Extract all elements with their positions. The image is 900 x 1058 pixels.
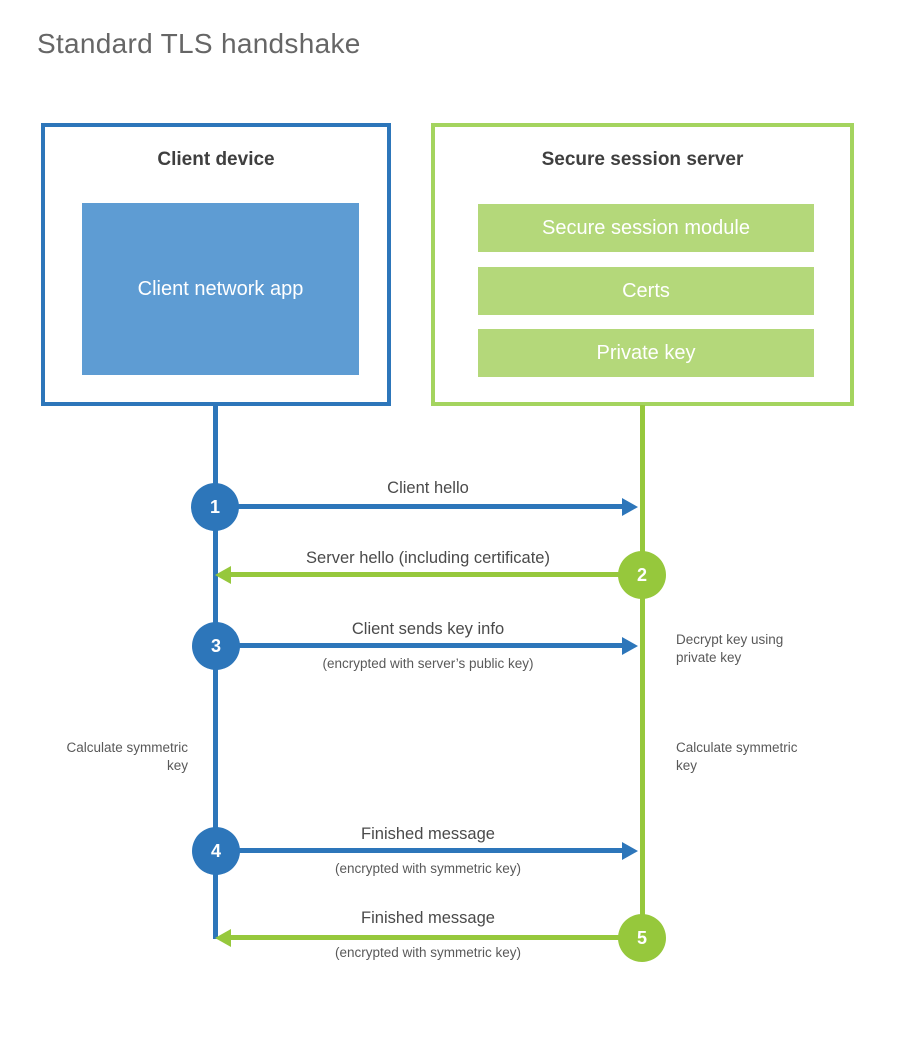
step3-arrow-line	[216, 643, 624, 648]
client-lifeline	[213, 405, 218, 939]
step4-arrowhead-right-icon	[622, 842, 638, 860]
step4-arrow-line	[216, 848, 624, 853]
client-network-app-box: Client network app	[82, 203, 359, 375]
server-module-private-key: Private key	[478, 329, 814, 377]
step2-arrow-line	[231, 572, 621, 577]
step4-label: Finished message	[361, 825, 495, 843]
note-calc-symmetric-key-server: Calculate symmetric key	[676, 740, 798, 773]
server-title: Secure session server	[541, 149, 744, 170]
note-decrypt-key: Decrypt key using private key	[676, 632, 784, 665]
step3-arrowhead-right-icon	[622, 637, 638, 655]
server-lifeline	[640, 405, 645, 939]
server-module-certs: Certs	[478, 267, 814, 315]
step1-arrowhead-right-icon	[622, 498, 638, 516]
client-network-app-label: Client network app	[137, 277, 304, 300]
step1-arrow-line	[216, 504, 624, 509]
step1-badge: 1	[191, 483, 239, 531]
step4-sublabel: (encrypted with symmetric key)	[334, 861, 522, 876]
step4-badge: 4	[192, 827, 240, 875]
step2-arrowhead-left-icon	[215, 566, 231, 584]
step3-label: Client sends key info	[351, 620, 505, 638]
step1-label: Client hello	[387, 479, 469, 497]
client-device-title: Client device	[157, 149, 275, 170]
step5-sublabel: (encrypted with symmetric key)	[334, 945, 522, 960]
step5-arrowhead-left-icon	[215, 929, 231, 947]
server-module-secure-session: Secure session module	[478, 204, 814, 252]
step2-badge: 2	[618, 551, 666, 599]
step5-label: Finished message	[361, 909, 495, 927]
secure-session-server-box: Secure session server Secure session mod…	[431, 123, 854, 406]
step2-label: Server hello (including certificate)	[306, 549, 550, 567]
step5-arrow-line	[231, 935, 621, 940]
note-calc-symmetric-key-client: Calculate symmetric key	[66, 740, 188, 773]
client-device-box: Client device Client network app	[41, 123, 391, 406]
step3-sublabel: (encrypted with server’s public key)	[322, 656, 534, 671]
page-title: Standard TLS handshake	[37, 28, 361, 59]
step3-badge: 3	[192, 622, 240, 670]
step5-badge: 5	[618, 914, 666, 962]
